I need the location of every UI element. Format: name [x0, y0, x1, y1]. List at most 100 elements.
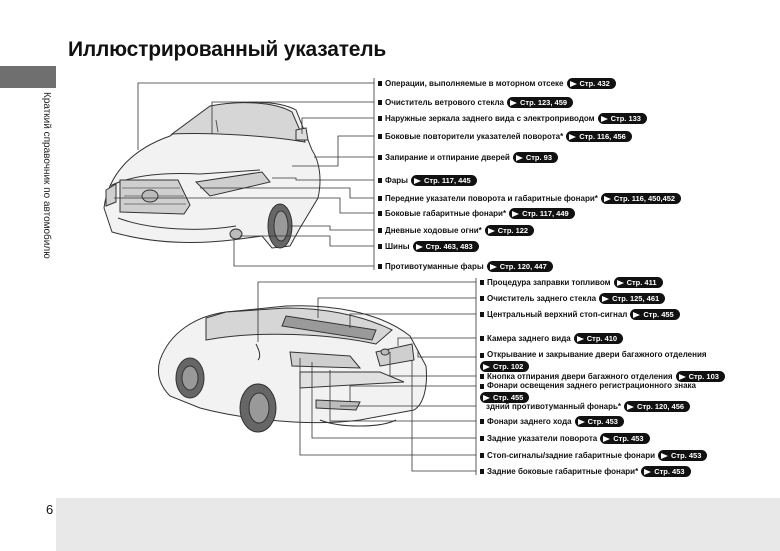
page-ref-link[interactable]: Стр. 125, 461	[599, 293, 666, 304]
bullet-icon	[480, 352, 484, 358]
bullet-icon	[480, 419, 484, 424]
sidebar-tab	[0, 66, 56, 88]
bullet-icon	[480, 383, 484, 389]
bullet-icon	[480, 374, 484, 379]
bullet-icon	[378, 155, 382, 160]
rear-car-illustration	[157, 305, 427, 433]
label-license-plate-lights: Фонари освещения заднего регистрационног…	[480, 381, 696, 391]
page-ref-link[interactable]: Стр. 123, 459	[507, 97, 574, 108]
page-ref-link[interactable]: Стр. 453	[574, 416, 624, 427]
arrow-right-icon	[602, 295, 610, 302]
page-ref-link[interactable]: Стр. 463, 483	[412, 241, 479, 252]
bullet-icon	[378, 244, 382, 249]
label-daytime-running-lights: Дневные ходовые огни* Стр. 122	[378, 225, 535, 236]
page-ref-link[interactable]: Стр. 117, 449	[509, 208, 575, 219]
label-high-mount-brake-light: Центральный верхний стоп-сигнал Стр. 455	[480, 309, 680, 320]
arrow-right-icon	[644, 468, 652, 475]
arrow-right-icon	[627, 403, 635, 410]
bullet-icon	[378, 264, 382, 269]
rear-leader-lines	[257, 278, 477, 475]
label-license-plate-lights-ref: Стр. 455	[480, 392, 530, 403]
arrow-right-icon	[414, 177, 421, 184]
page-ref-link[interactable]: Стр. 120, 456	[624, 401, 691, 412]
bullet-icon	[480, 436, 484, 441]
label-headlights: Фары Стр. 117, 445	[378, 175, 477, 186]
page-ref-link[interactable]: Стр. 455	[480, 392, 530, 403]
sidebar-section-label: Краткий справочник по автомобилю	[41, 92, 52, 259]
bullet-icon	[480, 336, 484, 341]
arrow-right-icon	[415, 243, 423, 250]
arrow-right-icon	[512, 210, 520, 217]
arrow-right-icon	[678, 373, 686, 380]
page-ref-link[interactable]: Стр. 122	[484, 225, 535, 236]
label-tailgate-release-button: Кнопка отпирания двери багажного отделен…	[480, 371, 725, 382]
front-leader-lines	[114, 78, 375, 270]
bullet-icon	[378, 211, 382, 216]
page-ref-link[interactable]: Стр. 102	[480, 361, 530, 372]
arrow-right-icon	[489, 263, 497, 270]
label-rear-wiper: Очиститель заднего стекла Стр. 125, 461	[480, 293, 666, 304]
label-side-marker-lights: Боковые габаритные фонари* Стр. 117, 449	[378, 208, 575, 219]
page-ref-link[interactable]: Стр. 133	[597, 113, 647, 124]
bullet-icon	[480, 453, 484, 458]
page-ref-link[interactable]: Стр. 410	[573, 333, 624, 344]
label-power-mirrors: Наружные зеркала заднего вида с электроп…	[378, 113, 647, 124]
page-ref-link[interactable]: Стр. 116, 450,452	[600, 193, 682, 204]
bullet-icon	[378, 196, 382, 201]
bullet-icon	[480, 312, 484, 317]
arrow-right-icon	[633, 311, 641, 318]
arrow-right-icon	[600, 115, 608, 122]
label-side-turn-repeaters: Боковые повторители указателей поворота*…	[378, 131, 632, 142]
bullet-icon	[378, 178, 382, 183]
arrow-right-icon	[616, 279, 624, 286]
page-ref-link[interactable]: Стр. 453	[641, 466, 691, 477]
arrow-right-icon	[483, 363, 490, 370]
label-reverse-lights: Фонари заднего хода Стр. 453	[480, 416, 624, 427]
page-ref-link[interactable]: Стр. 93	[512, 152, 559, 163]
front-car-illustration	[103, 101, 321, 249]
label-door-locks: Запирание и отпирание дверей Стр. 93	[378, 152, 559, 163]
arrow-right-icon	[577, 418, 585, 425]
bullet-icon	[378, 134, 382, 139]
label-rear-camera: Камера заднего вида Стр. 410	[480, 333, 624, 344]
bullet-icon	[378, 116, 382, 121]
page-ref-link[interactable]: Стр. 453	[658, 450, 708, 461]
bullet-icon	[378, 81, 382, 86]
page-ref-link[interactable]: Стр. 411	[613, 277, 663, 288]
bullet-icon	[480, 280, 484, 285]
arrow-right-icon	[515, 154, 523, 161]
label-tailgate-open-close-ref: Стр. 102	[480, 361, 530, 372]
arrow-right-icon	[661, 452, 669, 459]
arrow-right-icon	[576, 335, 584, 342]
page-ref-link[interactable]: Стр. 103	[675, 371, 725, 382]
arrow-right-icon	[603, 435, 611, 442]
label-windshield-wiper: Очиститель ветрового стекла Стр. 123, 45…	[378, 97, 574, 108]
arrow-right-icon	[569, 80, 577, 87]
label-engine-compartment: Операции, выполняемые в моторном отсеке …	[378, 78, 616, 89]
label-tires: Шины Стр. 463, 483	[378, 241, 479, 252]
page-title: Иллюстрированный указатель	[68, 38, 387, 61]
page-ref-link[interactable]: Стр. 453	[600, 433, 650, 444]
page-ref-link[interactable]: Стр. 116, 456	[566, 131, 632, 142]
page-ref-link[interactable]: Стр. 117, 445	[411, 175, 477, 186]
bullet-icon	[378, 100, 382, 105]
label-refueling: Процедура заправки топливом Стр. 411	[480, 277, 663, 288]
page-ref-link[interactable]: Стр. 455	[630, 309, 680, 320]
label-front-turn-signals: Передние указатели поворота и габаритные…	[378, 193, 682, 204]
bullet-icon	[378, 228, 382, 233]
label-rear-side-marker-lights: Задние боковые габаритные фонари* Стр. 4…	[480, 466, 691, 477]
label-rear-fog-light: здний противотуманный фонарь* Стр. 120, …	[486, 401, 691, 412]
arrow-right-icon	[510, 99, 517, 106]
page-ref-link[interactable]: Стр. 120, 447	[486, 261, 553, 272]
arrow-right-icon	[569, 133, 577, 140]
arrow-right-icon	[487, 227, 495, 234]
arrow-right-icon	[603, 195, 611, 202]
label-rear-turn-signals: Задние указатели поворота Стр. 453	[480, 433, 650, 444]
label-tailgate-open-close: Открывание и закрывание двери багажного …	[480, 350, 707, 360]
page-ref-link[interactable]: Стр. 432	[566, 78, 616, 89]
footer-band	[56, 498, 780, 551]
bullet-icon	[480, 296, 484, 301]
label-brake-tail-lights: Стоп-сигналы/задние габаритные фонари Ст…	[480, 450, 708, 461]
arrow-right-icon	[483, 394, 490, 401]
